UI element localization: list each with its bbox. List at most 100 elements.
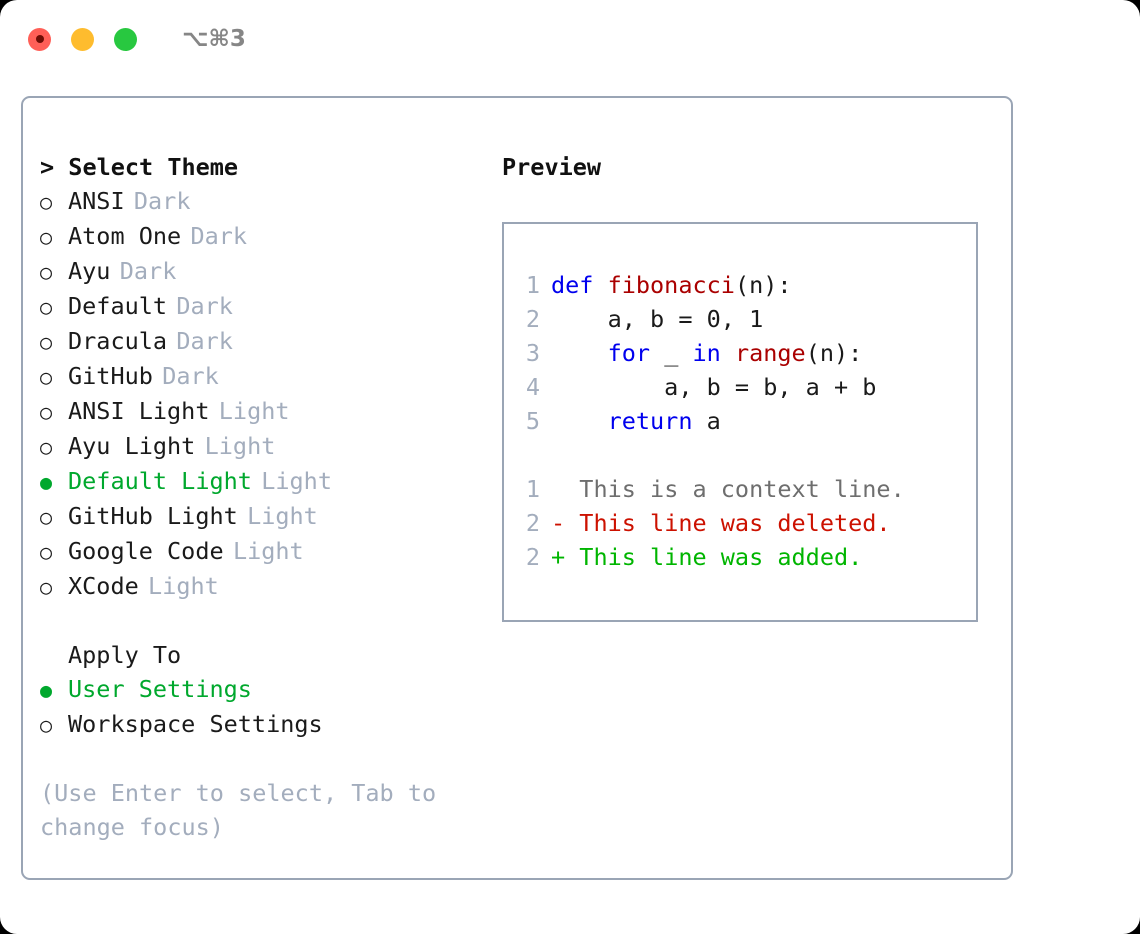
apply-to-option-label: Workspace Settings xyxy=(68,710,323,738)
theme-option-atom-one[interactable]: ○ Atom One Dark xyxy=(40,219,480,254)
apply-to-list[interactable]: ● User Settings ○ Workspace Settings xyxy=(40,672,480,742)
apply-to-option-workspace-settings[interactable]: ○ Workspace Settings xyxy=(40,707,480,742)
code-token-fn: fibonacci xyxy=(607,271,735,299)
code-line-number: 3 xyxy=(525,339,540,367)
code-line-number: 2 xyxy=(525,305,540,333)
theme-option-label: Ayu Light xyxy=(68,432,196,460)
radio-unselected-icon: ○ xyxy=(40,575,53,599)
diff-line-number: 2 xyxy=(525,543,540,571)
radio-unselected-icon: ○ xyxy=(40,365,53,389)
theme-option-variant: Dark xyxy=(119,257,177,285)
code-token-fn: range xyxy=(734,339,806,367)
keyboard-shortcut-label: ⌥⌘3 xyxy=(182,26,246,52)
code-line-number: 4 xyxy=(525,373,540,401)
code-token-pl: a, b = b, a + b xyxy=(551,373,877,401)
diff-marker: + xyxy=(551,543,566,571)
code-token-pl: a, b = 0, 1 xyxy=(551,305,764,333)
theme-option-dracula[interactable]: ○ Dracula Dark xyxy=(40,324,480,359)
code-token-pl: (n): xyxy=(805,339,863,367)
code-line-number: 5 xyxy=(525,407,540,435)
theme-option-label: XCode xyxy=(68,572,139,600)
code-token-pl xyxy=(721,339,735,367)
theme-option-variant: Light xyxy=(232,537,304,565)
theme-option-variant: Dark xyxy=(133,187,191,215)
theme-option-label: GitHub Light xyxy=(68,502,238,530)
list-spacer xyxy=(40,604,480,638)
radio-unselected-icon: ○ xyxy=(40,260,53,284)
theme-option-variant: Dark xyxy=(176,292,233,320)
code-line: 3 for _ in range(n): xyxy=(518,336,876,370)
code-token-pl xyxy=(551,407,608,435)
apply-to-option-label: User Settings xyxy=(68,675,252,703)
title-bar: ⌥⌘3 xyxy=(0,0,1140,78)
radio-selected-icon: ● xyxy=(40,678,53,702)
code-line-number: 1 xyxy=(525,271,540,299)
maximize-button[interactable] xyxy=(114,27,137,51)
radio-selected-icon: ● xyxy=(40,470,53,494)
diff-line: 2 + This line was added. xyxy=(518,540,905,574)
radio-unselected-icon: ○ xyxy=(40,330,53,354)
diff-line-number: 1 xyxy=(525,475,540,503)
apply-to-title: Apply To xyxy=(68,641,182,669)
radio-unselected-icon: ○ xyxy=(40,540,53,564)
theme-option-label: Atom One xyxy=(68,222,182,250)
code-token-pl: _ xyxy=(650,339,693,367)
diff-marker xyxy=(551,475,565,503)
theme-option-label: ANSI Light xyxy=(68,397,210,425)
theme-option-variant: Dark xyxy=(176,327,233,355)
code-line: 4 a, b = b, a + b xyxy=(518,370,877,404)
code-token-pl: (n): xyxy=(734,271,792,299)
diff-text: This is a context line. xyxy=(565,475,905,503)
apply-to-option-user-settings[interactable]: ● User Settings xyxy=(40,672,480,707)
code-line: 5 return a xyxy=(518,404,876,438)
close-button[interactable] xyxy=(28,27,51,51)
minimize-button[interactable] xyxy=(71,27,94,51)
preview-title: Preview xyxy=(502,153,602,181)
theme-option-label: Ayu xyxy=(68,257,111,285)
code-token-kw: in xyxy=(692,339,721,367)
keyboard-hint-text: (Use Enter to select, Tab to change focu… xyxy=(40,779,451,841)
radio-unselected-icon: ○ xyxy=(40,435,53,459)
radio-unselected-icon: ○ xyxy=(40,190,53,214)
code-token-kw: return xyxy=(607,407,693,435)
code-token-pl xyxy=(551,339,608,367)
code-token-pl: a xyxy=(692,407,721,435)
theme-option-xcode[interactable]: ○ XCode Light xyxy=(40,569,480,604)
theme-option-google-code[interactable]: ○ Google Code Light xyxy=(40,534,480,569)
theme-option-label: GitHub xyxy=(68,362,153,390)
code-token-kw: for xyxy=(607,339,651,367)
theme-option-label: Default xyxy=(68,292,168,320)
panel-heading: > Select Theme xyxy=(40,153,239,181)
theme-option-label: Default Light xyxy=(68,467,252,495)
diff-sample: 1 This is a context line.2- This line wa… xyxy=(518,472,905,574)
window-controls xyxy=(28,27,137,51)
theme-option-variant: Light xyxy=(148,572,219,600)
theme-option-label: Dracula xyxy=(68,327,168,355)
diff-line: 1 This is a context line. xyxy=(518,472,905,506)
radio-unselected-icon: ○ xyxy=(40,713,53,737)
theme-option-variant: Dark xyxy=(190,222,248,250)
theme-option-label: Google Code xyxy=(68,537,224,565)
code-line: 2 a, b = 0, 1 xyxy=(518,302,876,336)
theme-option-ayu[interactable]: ○ Ayu Dark xyxy=(40,254,480,289)
radio-unselected-icon: ○ xyxy=(40,225,53,249)
diff-marker: - xyxy=(551,509,566,537)
diff-text: This line was added. xyxy=(565,543,863,571)
diff-line: 2- This line was deleted. xyxy=(518,506,905,540)
theme-option-variant: Light xyxy=(247,502,318,530)
